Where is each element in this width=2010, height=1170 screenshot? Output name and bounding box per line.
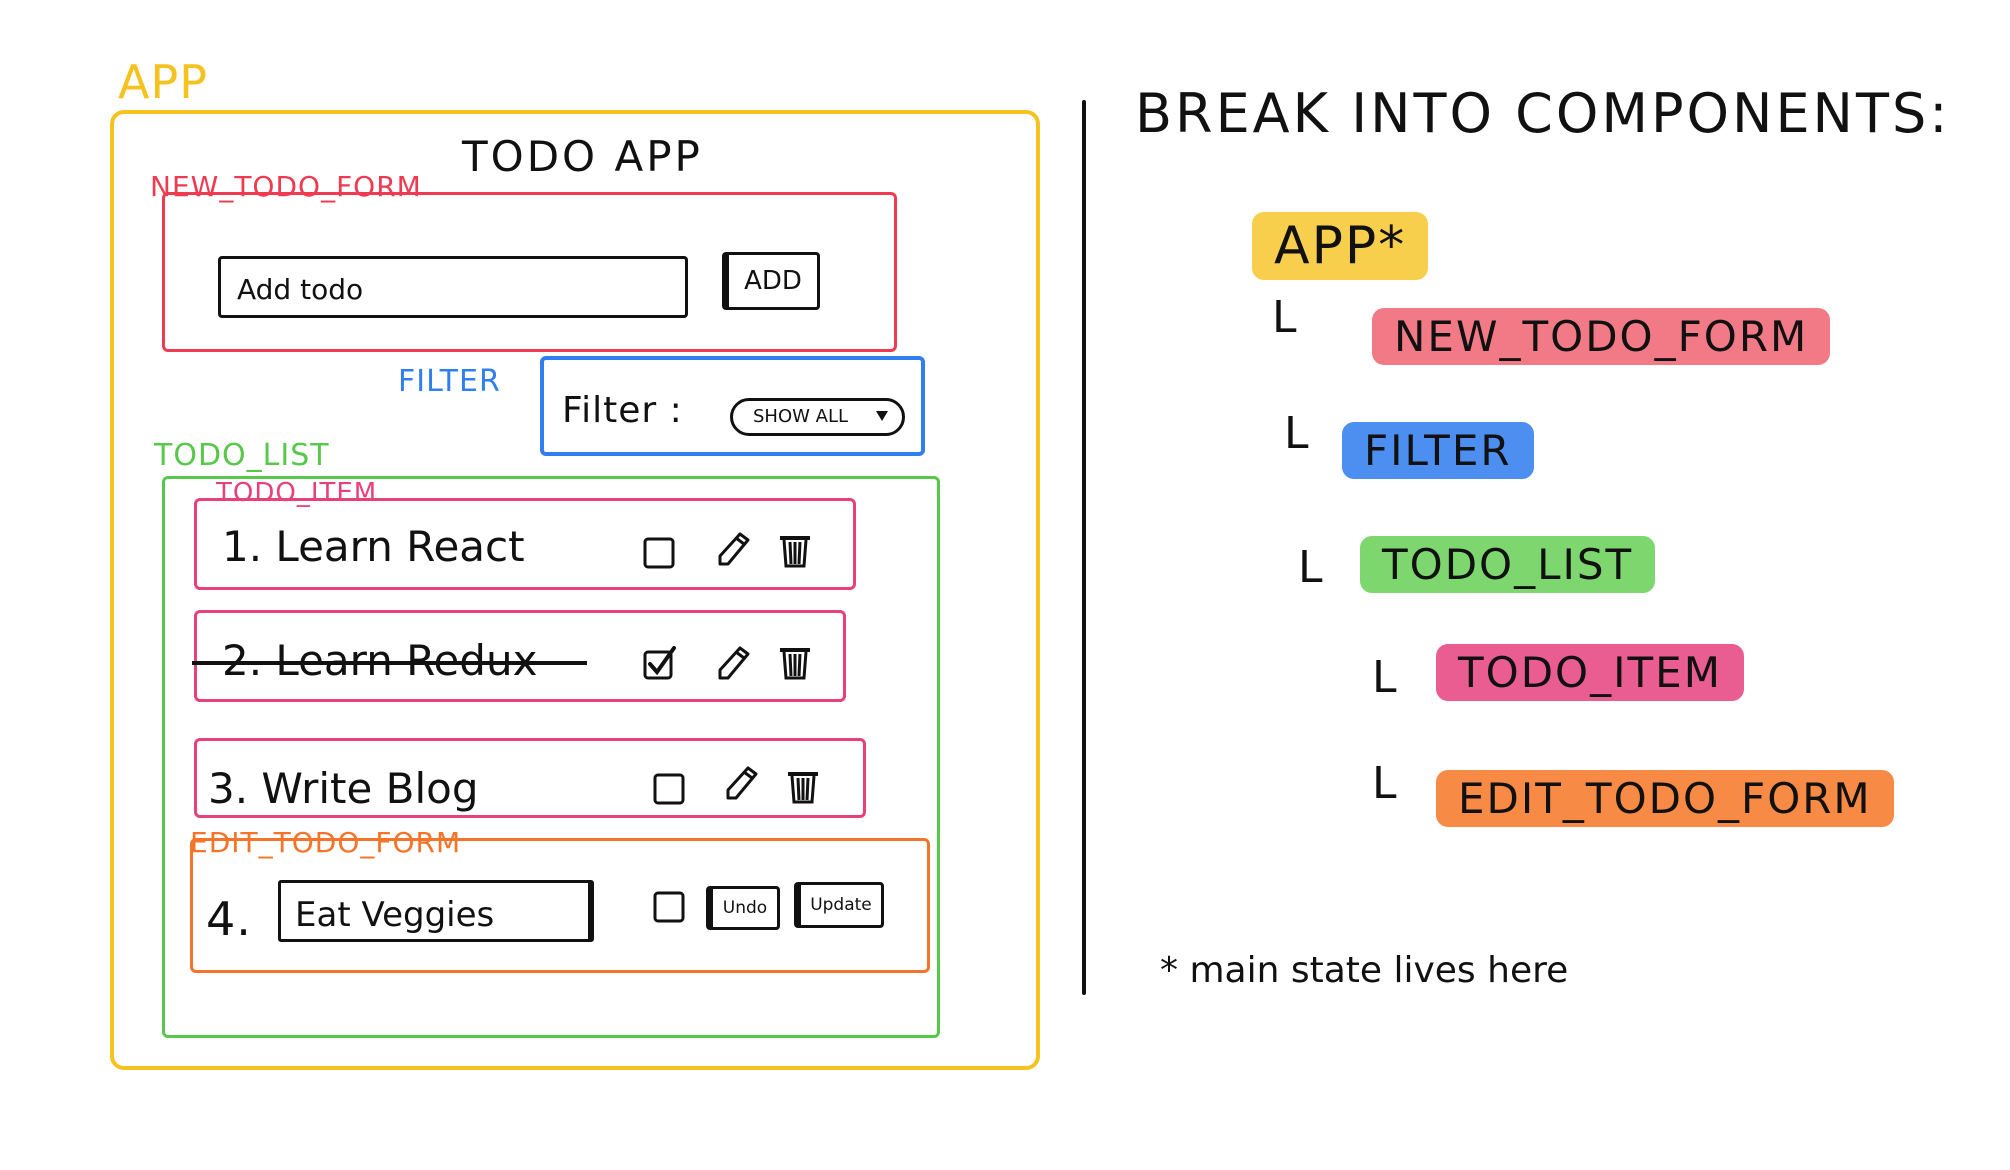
nest-marker: L <box>1298 542 1323 593</box>
filter-text: Filter : <box>562 390 683 431</box>
app-component-label: APP <box>118 55 208 109</box>
component-filter: FILTER <box>1342 422 1534 479</box>
undo-button[interactable]: Undo <box>706 886 780 930</box>
nest-marker: L <box>1372 758 1397 809</box>
filter-select-value: SHOW ALL <box>753 406 849 427</box>
nest-marker: L <box>1372 652 1397 703</box>
edit-todo-form-frame <box>190 838 930 973</box>
filter-label: FILTER <box>398 364 501 399</box>
edit-todo-input[interactable]: Eat Veggies <box>278 880 594 942</box>
checkbox-icon[interactable] <box>642 536 676 570</box>
app-title: TODO APP <box>462 132 703 181</box>
breakdown-title: BREAK INTO COMPONENTS: <box>1135 82 1951 145</box>
add-todo-input[interactable]: Add todo <box>218 256 688 318</box>
divider <box>1082 100 1086 995</box>
trash-icon[interactable] <box>786 770 820 804</box>
trash-icon[interactable] <box>778 534 812 568</box>
nest-marker: L <box>1284 408 1309 459</box>
component-todo-list: TODO_LIST <box>1360 536 1656 593</box>
new-todo-form-label: NEW_TODO_FORM <box>150 170 422 203</box>
todo-list-frame <box>162 476 940 1038</box>
checkbox-icon[interactable] <box>652 772 686 806</box>
component-new-todo-form: NEW_TODO_FORM <box>1372 308 1831 365</box>
filter-select[interactable]: SHOW ALL <box>730 398 905 436</box>
chevron-down-icon <box>876 411 888 421</box>
component-edit-todo-form: EDIT_TODO_FORM <box>1436 770 1894 827</box>
todo-item-text: 1. Learn React <box>222 522 525 571</box>
add-button[interactable]: ADD <box>722 252 820 310</box>
checkbox-icon[interactable] <box>652 890 686 924</box>
edit-todo-form-label: EDIT_TODO_FORM <box>190 826 462 859</box>
todo-item-frame <box>194 498 856 590</box>
pencil-icon[interactable] <box>716 532 750 566</box>
checked-checkbox-icon[interactable] <box>642 646 676 680</box>
trash-icon[interactable] <box>778 646 812 680</box>
new-todo-form-frame <box>162 192 897 352</box>
todo-item-frame <box>194 610 846 702</box>
todo-item-label: TODO_ITEM <box>216 478 378 508</box>
todo-list-label: TODO_LIST <box>154 438 330 473</box>
edit-item-number: 4. <box>206 892 252 946</box>
component-todo-item: TODO_ITEM <box>1436 644 1744 701</box>
component-app: APP* <box>1252 212 1429 280</box>
nest-marker: L <box>1272 292 1297 343</box>
todo-item-frame <box>194 738 866 818</box>
app-component-frame <box>110 110 1040 1070</box>
main-state-note: * main state lives here <box>1160 950 1569 991</box>
todo-item-text: 3. Write Blog <box>208 764 479 813</box>
filter-frame <box>540 356 925 456</box>
todo-item-text-completed: 2. Learn Redux <box>191 636 588 685</box>
pencil-icon[interactable] <box>716 646 750 680</box>
update-button[interactable]: Update <box>794 882 884 928</box>
pencil-icon[interactable] <box>724 766 758 800</box>
